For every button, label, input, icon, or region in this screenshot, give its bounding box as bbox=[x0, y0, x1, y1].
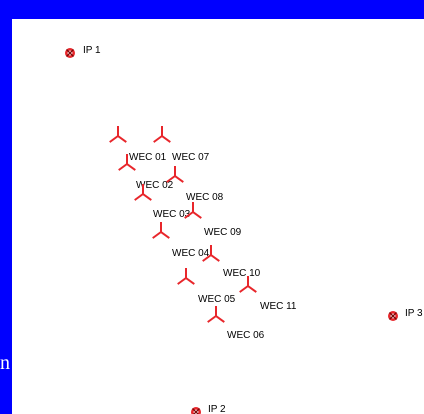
edge-text-fragment: n bbox=[0, 352, 10, 374]
wind-turbine-icon bbox=[134, 184, 152, 201]
ip-label-1: IP 1 bbox=[83, 45, 101, 56]
crosshair-circle-icon bbox=[191, 407, 201, 414]
turbine-label-wec-01: WEC 01 bbox=[129, 152, 167, 163]
turbine-icon-wec-09[interactable] bbox=[184, 202, 202, 225]
wind-turbine-icon bbox=[166, 166, 184, 183]
turbine-label-wec-10: WEC 10 bbox=[223, 268, 261, 279]
wind-turbine-icon bbox=[153, 126, 171, 143]
turbine-label-wec-02: WEC 02 bbox=[136, 180, 174, 191]
ip-label-3: IP 3 bbox=[405, 308, 423, 319]
ip-marker-1[interactable] bbox=[64, 46, 76, 64]
turbine-icon-wec-01[interactable] bbox=[109, 126, 127, 149]
turbine-label-wec-05: WEC 05 bbox=[198, 294, 236, 305]
turbine-icon-wec-05[interactable] bbox=[177, 268, 195, 291]
turbine-icon-wec-04[interactable] bbox=[152, 222, 170, 245]
turbine-icon-wec-08[interactable] bbox=[166, 166, 184, 189]
turbine-icon-wec-10[interactable] bbox=[202, 245, 220, 268]
map-canvas[interactable]: IP 1 IP 2 IP 3 WEC 01 WEC 02 WEC 03 WEC … bbox=[12, 19, 424, 414]
wind-turbine-icon bbox=[109, 126, 127, 143]
wind-turbine-icon bbox=[177, 268, 195, 285]
crosshair-circle-icon bbox=[388, 311, 398, 321]
turbine-label-wec-06: WEC 06 bbox=[227, 330, 265, 341]
ip-marker-2[interactable] bbox=[190, 405, 202, 414]
ip-marker-3[interactable] bbox=[387, 309, 399, 327]
crosshair-circle-icon bbox=[65, 48, 75, 58]
turbine-icon-wec-11[interactable] bbox=[239, 276, 257, 299]
turbine-label-wec-07: WEC 07 bbox=[172, 152, 210, 163]
turbine-icon-wec-03[interactable] bbox=[134, 184, 152, 207]
turbine-label-wec-03: WEC 03 bbox=[153, 209, 191, 220]
wind-turbine-icon bbox=[202, 245, 220, 262]
turbine-label-wec-04: WEC 04 bbox=[172, 248, 210, 259]
turbine-label-wec-11: WEC 11 bbox=[260, 301, 297, 312]
wind-turbine-icon bbox=[239, 276, 257, 293]
wind-turbine-icon bbox=[184, 202, 202, 219]
turbine-icon-wec-07[interactable] bbox=[153, 126, 171, 149]
wind-turbine-icon bbox=[152, 222, 170, 239]
wind-turbine-icon bbox=[207, 306, 225, 323]
ip-label-2: IP 2 bbox=[208, 404, 226, 414]
turbine-icon-wec-06[interactable] bbox=[207, 306, 225, 329]
turbine-icon-wec-02[interactable] bbox=[118, 154, 136, 177]
turbine-label-wec-08: WEC 08 bbox=[186, 192, 224, 203]
wind-turbine-icon bbox=[118, 154, 136, 171]
turbine-label-wec-09: WEC 09 bbox=[204, 227, 242, 238]
